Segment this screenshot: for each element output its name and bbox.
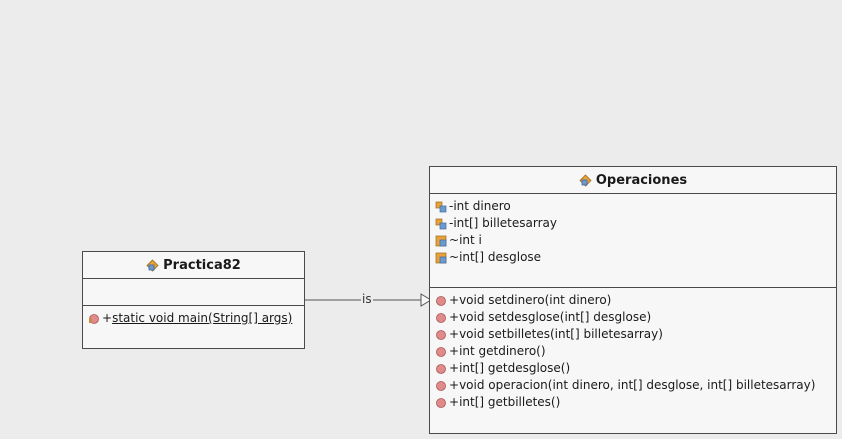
package-field-icon: [435, 235, 447, 246]
class-icon: [579, 173, 592, 187]
method-visibility: +: [449, 293, 460, 307]
field-visibility: -: [449, 199, 454, 213]
field-visibility: -: [449, 216, 454, 230]
class-practica82[interactable]: Practica82 +static void main(String[] ar…: [82, 251, 305, 349]
methods-compartment: +static void main(String[] args): [83, 306, 304, 327]
method-operacion[interactable]: +void operacion(int dinero, int[] desglo…: [435, 377, 836, 394]
class-icon: [146, 258, 159, 272]
private-field-icon: [435, 201, 447, 212]
class-header: Operaciones: [430, 167, 836, 194]
method-icon: [89, 313, 99, 324]
method-visibility: +: [449, 378, 460, 392]
method-setbilletes[interactable]: +void setbilletes(int[] billetesarray): [435, 326, 836, 343]
method-visibility: +: [449, 327, 460, 341]
class-name: Operaciones: [595, 172, 688, 188]
method-icon: [436, 346, 446, 357]
method-setdesglose[interactable]: +void setdesglose(int[] desglose): [435, 309, 836, 326]
method-icon: [436, 312, 446, 323]
association-label: is: [361, 292, 373, 306]
method-getdinero[interactable]: +int getdinero(): [435, 343, 836, 360]
method-signature: static void main(String[] args): [112, 311, 293, 325]
fields-compartment: [83, 279, 304, 306]
field-signature: int[] desglose: [459, 250, 542, 264]
method-icon: [436, 363, 446, 374]
method-signature: void setbilletes(int[] billetesarray): [459, 327, 663, 341]
method-signature: int getdinero(): [459, 344, 546, 358]
field-signature: int i: [459, 233, 482, 247]
field-desglose[interactable]: ~int[] desglose: [435, 249, 836, 266]
method-signature: int[] getdesglose(): [459, 361, 571, 375]
method-icon: [436, 397, 446, 408]
method-icon: [436, 295, 446, 306]
class-header: Practica82: [83, 252, 304, 279]
field-signature: int dinero: [453, 199, 511, 213]
method-visibility: +: [449, 361, 460, 375]
field-visibility: ~: [449, 233, 460, 247]
method-signature: void setdinero(int dinero): [459, 293, 612, 307]
method-signature: int[] getbilletes(): [459, 395, 561, 409]
method-icon: [436, 380, 446, 391]
method-visibility: +: [449, 344, 460, 358]
method-signature: void operacion(int dinero, int[] desglos…: [459, 378, 816, 392]
method-visibility: +: [102, 311, 113, 325]
method-signature: void setdesglose(int[] desglose): [459, 310, 652, 324]
method-setdinero[interactable]: +void setdinero(int dinero): [435, 292, 836, 309]
field-dinero[interactable]: -int dinero: [435, 198, 836, 215]
method-visibility: +: [449, 310, 460, 324]
package-field-icon: [435, 252, 447, 263]
field-visibility: ~: [449, 250, 460, 264]
field-i[interactable]: ~int i: [435, 232, 836, 249]
method-main[interactable]: +static void main(String[] args): [88, 310, 304, 327]
private-field-icon: [435, 218, 447, 229]
field-signature: int[] billetesarray: [453, 216, 557, 230]
method-getbilletes[interactable]: +int[] getbilletes(): [435, 394, 836, 411]
fields-compartment: -int dinero -int[] billetesarray ~int i …: [430, 194, 836, 288]
association-arrowhead: [420, 293, 432, 307]
method-visibility: +: [449, 395, 460, 409]
class-name: Practica82: [163, 257, 241, 273]
method-icon: [436, 329, 446, 340]
field-billetesarray[interactable]: -int[] billetesarray: [435, 215, 836, 232]
class-operaciones[interactable]: Operaciones -int dinero -int[] billetesa…: [429, 166, 837, 434]
methods-compartment: +void setdinero(int dinero) +void setdes…: [430, 288, 836, 411]
method-getdesglose[interactable]: +int[] getdesglose(): [435, 360, 836, 377]
